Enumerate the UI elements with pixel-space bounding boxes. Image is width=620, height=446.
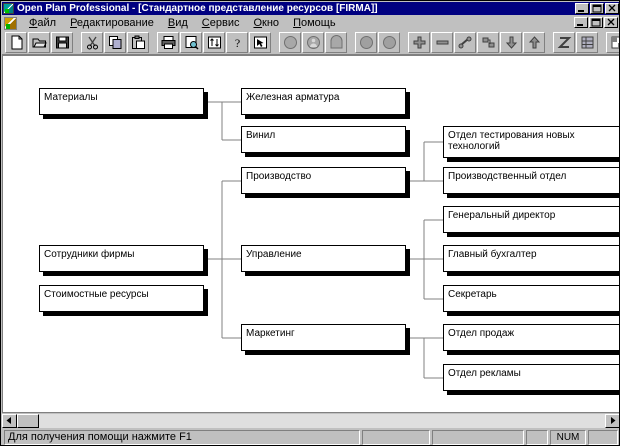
layout-icon[interactable] [606, 32, 619, 53]
title-bar-buttons [575, 3, 619, 14]
tree-node-proizvodstvo[interactable]: Производство [241, 167, 406, 194]
horizontal-scrollbar[interactable] [2, 412, 619, 428]
tree-node-armatura[interactable]: Железная арматура [241, 88, 406, 115]
status-pane-d [588, 430, 618, 445]
tree-node-sotrudniki[interactable]: Сотрудники фирмы [39, 245, 204, 272]
tree-node-proizv-otdel[interactable]: Производственный отдел [443, 167, 619, 194]
circle-filled-icon[interactable] [355, 32, 377, 53]
document-icon[interactable] [4, 17, 17, 30]
restore-button[interactable] [590, 3, 604, 14]
down-arrow-icon[interactable] [500, 32, 522, 53]
status-pane-a [362, 430, 430, 445]
minus-icon[interactable] [431, 32, 453, 53]
close-button[interactable] [605, 3, 619, 14]
tree-node-otdel-prodazh[interactable]: Отдел продаж [443, 324, 619, 351]
scrollbar-track[interactable] [17, 413, 605, 428]
cut-scissors-icon[interactable] [81, 32, 103, 53]
save-disk-icon[interactable] [51, 32, 73, 53]
status-badge-num: NUM [550, 430, 586, 445]
mdi-minimize-button[interactable] [574, 17, 588, 28]
toolbar: ? [2, 31, 619, 55]
scrollbar-thumb[interactable] [17, 413, 39, 428]
openplan-icon [3, 3, 14, 14]
mdi-restore-button[interactable] [589, 17, 603, 28]
tree-connectors [204, 101, 443, 379]
status-pane-c [526, 430, 548, 445]
paste-icon[interactable] [127, 32, 149, 53]
tree-node-sekretar[interactable]: Секретарь [443, 285, 619, 312]
tree-node-materialy[interactable]: Материалы [39, 88, 204, 115]
status-bar: Для получения помощи нажмите F1 NUM [2, 429, 619, 445]
menu-bar: Файл Редактирование Вид Сервис Окно Помо… [2, 16, 619, 31]
step-icon[interactable] [477, 32, 499, 53]
menu-item-file[interactable]: Файл [29, 17, 57, 29]
tree-node-upravlenie[interactable]: Управление [241, 245, 406, 272]
window-title: Open Plan Professional - [Стандартное пр… [17, 3, 378, 14]
minimize-button[interactable] [575, 3, 589, 14]
print-icon[interactable] [157, 32, 179, 53]
tree-node-stoimostnye[interactable]: Стоимостные ресурсы [39, 285, 204, 312]
copy-icon[interactable] [104, 32, 126, 53]
circle-person-icon[interactable] [302, 32, 324, 53]
menu-item-edit[interactable]: Редактирование [70, 17, 154, 29]
mdi-close-button[interactable] [604, 17, 618, 28]
status-pane-b [432, 430, 524, 445]
tree-node-otdel-test[interactable]: Отдел тестирования новых технологий [443, 126, 619, 158]
title-bar[interactable]: Open Plan Professional - [Стандартное пр… [2, 2, 619, 15]
print-preview-icon[interactable] [180, 32, 202, 53]
grid-view-icon[interactable] [576, 32, 598, 53]
scroll-right-arrow-icon[interactable] [605, 413, 619, 428]
svg-text:?: ? [234, 36, 239, 50]
tree-node-marketing[interactable]: Маркетинг [241, 324, 406, 351]
sort-icon[interactable] [203, 32, 225, 53]
tree-node-gl-buhgalter[interactable]: Главный бухгалтер [443, 245, 619, 272]
plus-icon[interactable] [408, 32, 430, 53]
menu-item-window[interactable]: Окно [253, 17, 280, 29]
zigzag-icon[interactable] [553, 32, 575, 53]
scroll-left-arrow-icon[interactable] [2, 413, 17, 428]
up-arrow-icon[interactable] [523, 32, 545, 53]
tree-node-vinil[interactable]: Винил [241, 126, 406, 153]
menu-item-service[interactable]: Сервис [201, 17, 240, 29]
shape-home-icon[interactable] [325, 32, 347, 53]
open-folder-icon[interactable] [28, 32, 50, 53]
mdi-child-buttons [574, 17, 618, 28]
help-question-icon[interactable]: ? [226, 32, 248, 53]
circle-filled2-icon[interactable] [378, 32, 400, 53]
tree-node-otdel-reklamy[interactable]: Отдел рекламы [443, 364, 619, 391]
help-arrow-icon[interactable] [249, 32, 271, 53]
new-icon[interactable] [5, 32, 27, 53]
circle-resource-icon[interactable] [279, 32, 301, 53]
link-icon[interactable] [454, 32, 476, 53]
tree-node-gen-director[interactable]: Генеральный директор [443, 206, 619, 233]
status-message: Для получения помощи нажмите F1 [4, 430, 360, 445]
menu-item-view[interactable]: Вид [167, 17, 188, 29]
menu-item-help[interactable]: Помощь [293, 17, 336, 29]
